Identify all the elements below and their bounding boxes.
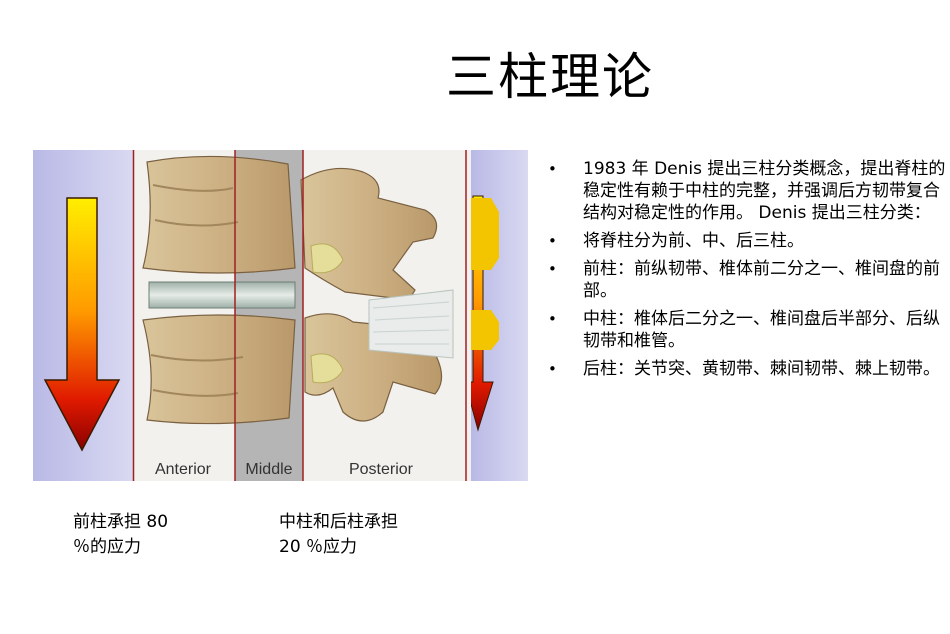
bullet-item: 后柱：关节突、黄韧带、棘间韧带、棘上韧带。 [546, 358, 946, 380]
middle-posterior-load-caption: 中柱和后柱承担 20 ％应力 [279, 510, 398, 560]
anterior-load-arrow [43, 197, 121, 452]
middle-label: Middle [245, 461, 292, 478]
bullet-list: 1983 年 Denis 提出三柱分类概念，提出脊柱的稳定性有赖于中柱的完整，并… [546, 158, 946, 386]
bullet-item: 前柱：前纵韧带、椎体前二分之一、椎间盘的前部。 [546, 258, 946, 302]
bullet-item: 中柱：椎体后二分之一、椎间盘后半部分、后纵韧带和椎管。 [546, 308, 946, 352]
upper-vertebral-body [142, 155, 296, 274]
bullet-item: 将脊柱分为前、中、后三柱。 [546, 230, 946, 252]
slide-title: 三柱理论 [446, 48, 654, 106]
spine-illustration: Anterior Middle Posterior [33, 150, 528, 481]
intervertebral-disc [148, 281, 296, 309]
caption-line: 中柱和后柱承担 [279, 512, 398, 532]
anterior-load-caption: 前柱承担 80 ％的应力 [73, 510, 168, 560]
ligament-marker-upper [471, 198, 499, 270]
caption-line: ％的应力 [73, 537, 141, 557]
caption-line: 20 ％应力 [279, 537, 358, 557]
ligament-marker-lower [471, 310, 499, 350]
bullet-item: 1983 年 Denis 提出三柱分类概念，提出脊柱的稳定性有赖于中柱的完整，并… [546, 158, 946, 224]
anterior-label: Anterior [155, 461, 212, 478]
caption-line: 前柱承担 80 [73, 512, 169, 532]
three-column-spine-figure: Anterior Middle Posterior [33, 150, 528, 481]
posterior-label: Posterior [349, 461, 414, 478]
interspinous-ligament [368, 289, 454, 359]
lower-vertebral-body [142, 314, 296, 425]
